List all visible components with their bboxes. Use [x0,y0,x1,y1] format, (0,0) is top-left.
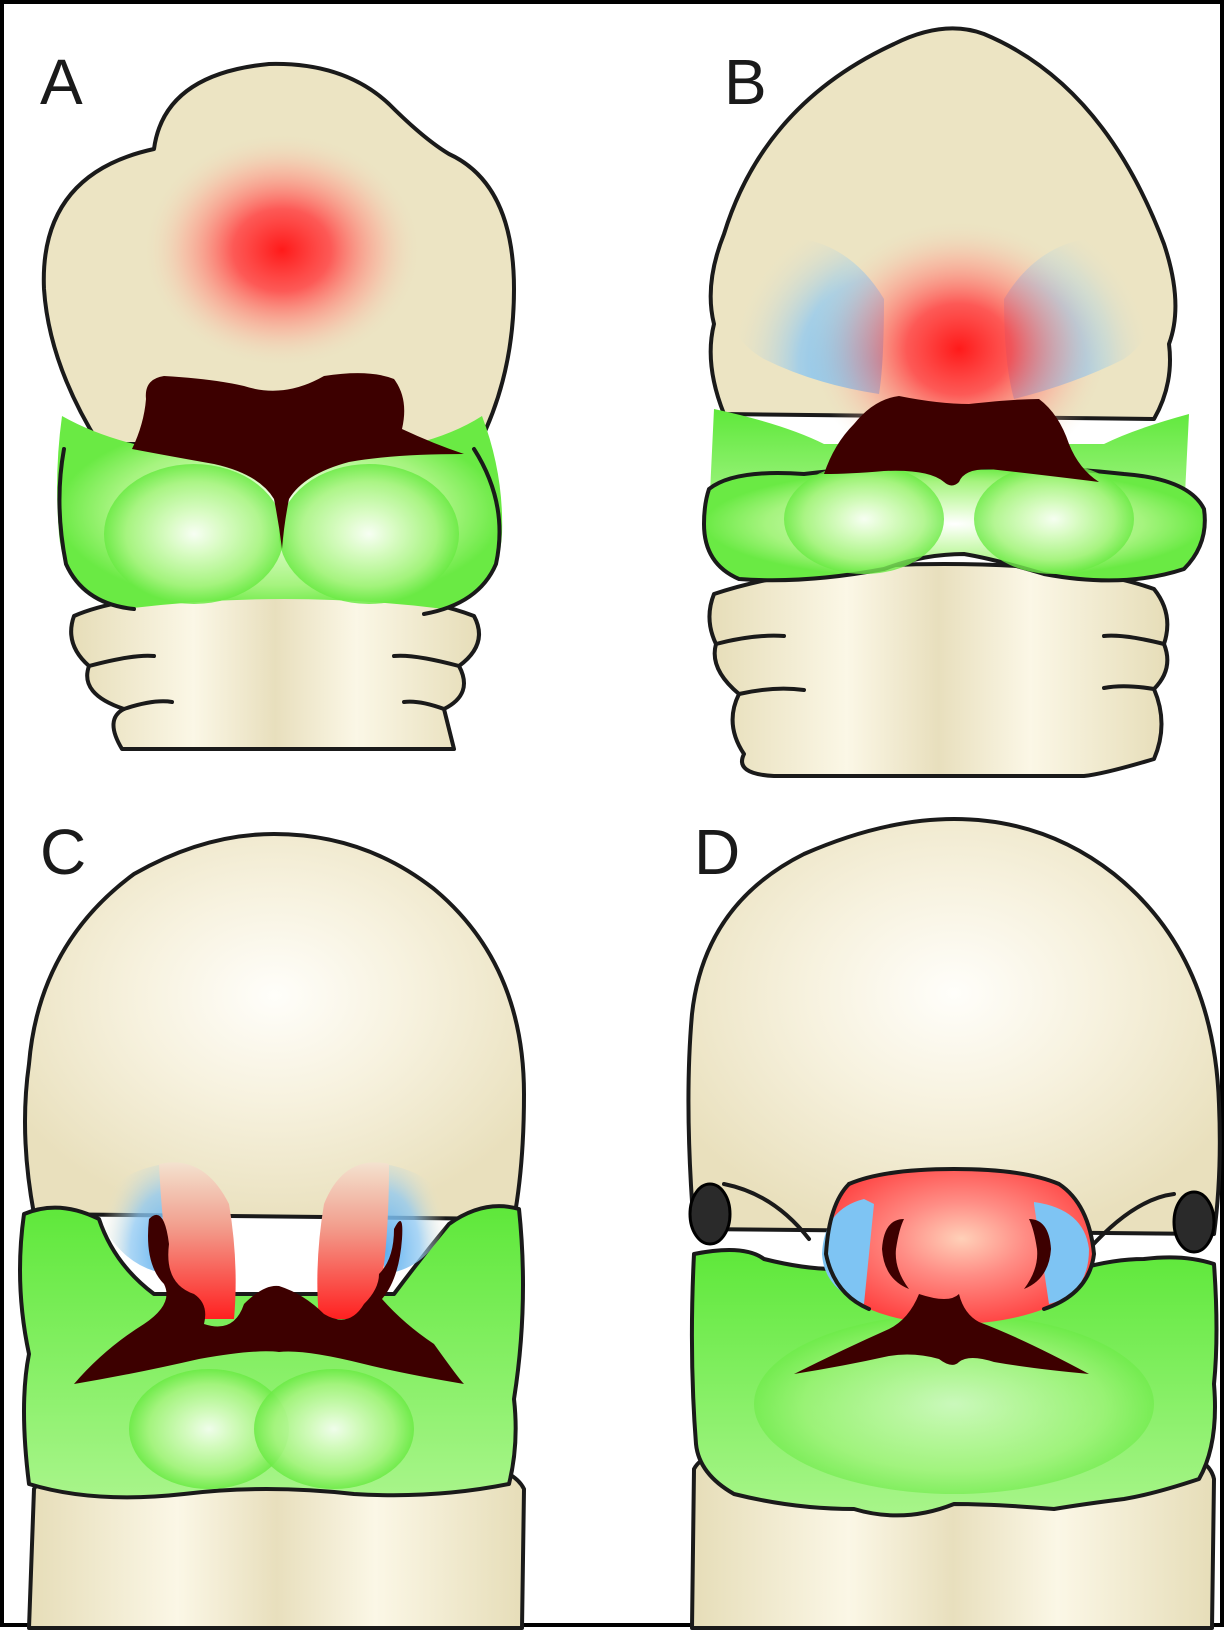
panel-label-c: C [40,816,86,888]
panel-d-eye-left [690,1184,730,1244]
figure-canvas: A B C [4,4,1224,1631]
panel-a [44,64,514,749]
panel-b-trunk [709,564,1167,776]
panel-b [704,28,1205,776]
panel-label-a: A [40,46,83,118]
panel-c-head [25,834,524,1219]
panel-label-b: B [724,46,767,118]
panel-d-eye-right [1174,1192,1214,1252]
panel-d [688,819,1219,1628]
panel-label-d: D [694,816,740,888]
panel-a-red-signal [142,132,422,368]
panel-a-trunk [71,589,479,749]
panel-c [20,834,524,1628]
